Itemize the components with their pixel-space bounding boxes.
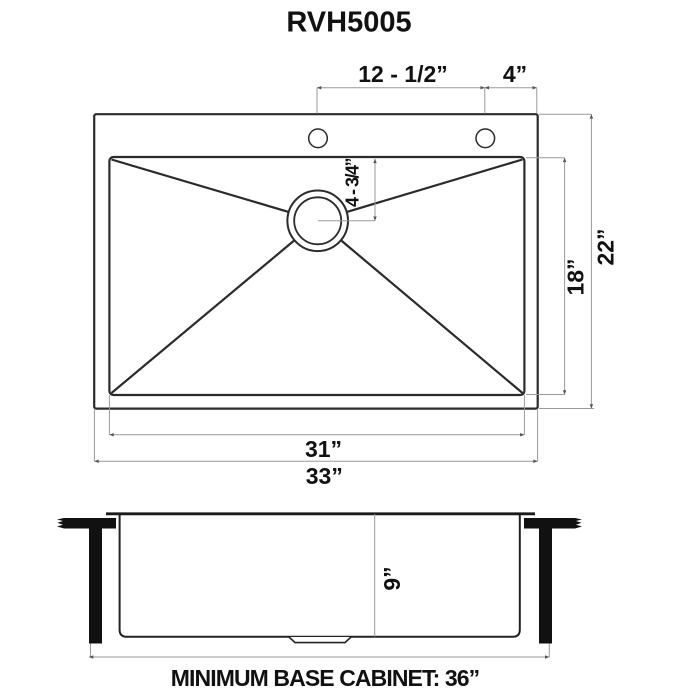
svg-text:18”: 18” bbox=[563, 258, 589, 295]
svg-text:4 - 3/4”: 4 - 3/4” bbox=[343, 158, 363, 207]
svg-text:31”: 31” bbox=[305, 436, 342, 462]
svg-text:22”: 22” bbox=[593, 228, 619, 265]
svg-text:9”: 9” bbox=[379, 566, 405, 590]
svg-text:4”: 4” bbox=[503, 61, 527, 87]
svg-text:MINIMUM BASE CABINET: 36”: MINIMUM BASE CABINET: 36” bbox=[171, 665, 479, 691]
svg-text:12 - 1/2”: 12 - 1/2” bbox=[358, 61, 448, 87]
svg-text:33”: 33” bbox=[306, 463, 343, 489]
svg-text:RVH5005: RVH5005 bbox=[286, 7, 411, 39]
